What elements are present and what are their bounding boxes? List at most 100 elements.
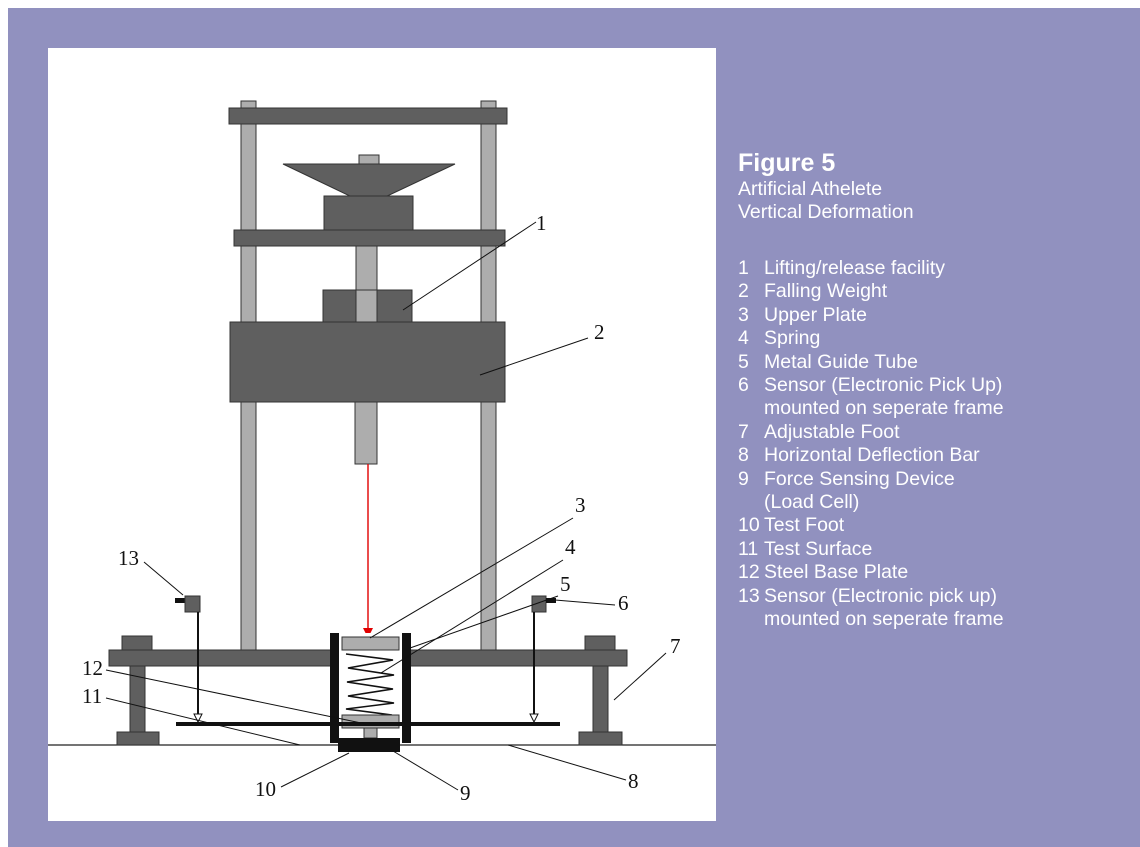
legend-number: 3 (738, 303, 749, 326)
leader-11 (105, 697, 301, 746)
legend-item: 7 Adjustable Foot (738, 421, 1138, 444)
legend-number: 5 (738, 350, 749, 373)
legend-text: Upper Plate (764, 303, 867, 326)
falling-weight (229, 321, 506, 403)
spring (345, 653, 395, 716)
legend-text: mounted on seperate frame (764, 397, 1004, 420)
right-foot-leg (592, 665, 609, 733)
figure-caption: Figure 5 Artificial Athelete Vertical De… (738, 148, 1138, 632)
diagram-label-5: 5 (560, 572, 571, 596)
leader-4 (380, 559, 564, 674)
legend-text: Metal Guide Tube (764, 350, 918, 373)
legend-list: 1 Lifting/release facility 2 Falling Weigh… (738, 257, 1138, 632)
sensor6-block (531, 595, 547, 613)
leader-5 (409, 595, 559, 649)
load-cell-stem (363, 727, 378, 739)
legend-text: Lifting/release facility (764, 257, 946, 279)
legend-item-continuation: mounted on seperate frame (738, 608, 1138, 631)
sensor13-tip (193, 713, 203, 724)
diagram-label-11: 11 (82, 684, 102, 708)
top-crossbar (228, 107, 508, 125)
leader-13 (143, 561, 184, 596)
legend-item-continuation: (Load Cell) (738, 491, 1138, 514)
diagram-label-1: 1 (536, 211, 547, 235)
lifting-block-rod (355, 289, 378, 324)
guide-tube-left-wall (330, 633, 339, 743)
legend-item: 2 Falling Weight (738, 280, 1138, 303)
diagram-label-9: 9 (460, 781, 471, 805)
legend-text: Falling Weight (764, 280, 888, 303)
legend-number: 8 (738, 444, 749, 467)
legend-text: Horizontal Deflection Bar (764, 444, 980, 467)
figure-title: Figure 5 (738, 149, 836, 177)
sensor6-arm (546, 598, 556, 603)
legend-item: 6 Sensor (Electronic Pick Up) (738, 374, 1138, 397)
legend-text: Test Surface (764, 537, 873, 560)
steel-base-plate (341, 714, 400, 729)
legend-text: Steel Base Plate (764, 561, 909, 584)
legend-number: 10 (738, 514, 760, 537)
leader-10 (280, 752, 350, 788)
sensor13-block (184, 595, 201, 613)
legend-text: Test Foot (764, 514, 845, 537)
diagram-label-2: 2 (594, 320, 605, 344)
legend-text: Force Sensing Device (764, 467, 955, 490)
leader-6 (554, 599, 616, 606)
lower-rod (354, 401, 378, 465)
apparatus-diagram: 1 2 3 4 5 6 7 8 9 10 11 12 13 (48, 100, 716, 805)
legend-number: 11 (738, 537, 759, 560)
leader-7 (613, 652, 667, 701)
legend-text: Sensor (Electronic pick up) (764, 584, 998, 607)
legend-number: 12 (738, 561, 760, 584)
legend-number: 6 (738, 374, 749, 397)
legend-number: 9 (738, 467, 749, 490)
diagram-label-7: 7 (670, 634, 681, 658)
legend-number: 2 (738, 280, 749, 303)
left-foot-cap (121, 635, 153, 651)
diagram-label-3: 3 (575, 493, 586, 517)
figure-subtitle-line2: Vertical Deformation (738, 201, 914, 223)
leader-8 (507, 744, 627, 781)
legend-item: 5 Metal Guide Tube (738, 351, 1138, 374)
release-block (323, 195, 414, 231)
middle-crossbar (233, 229, 506, 247)
legend-item: 1 Lifting/release facility (738, 257, 1138, 280)
legend-number: 1 (738, 257, 749, 279)
figure-panel: 1 2 3 4 5 6 7 8 9 10 11 12 13 (48, 48, 716, 821)
release-funnel (282, 163, 456, 199)
leader-9 (392, 750, 459, 791)
diagram-label-6: 6 (618, 591, 629, 615)
deflection-bar (176, 722, 560, 726)
legend-item: 9 Force Sensing Device (738, 468, 1138, 491)
legend-item: 3 Upper Plate (738, 304, 1138, 327)
diagram-label-13: 13 (118, 546, 139, 570)
figure-subtitle-line1: Artificial Athelete (738, 178, 883, 200)
leader-12 (105, 669, 367, 725)
test-foot (338, 738, 400, 752)
right-foot-cap (584, 635, 616, 651)
sensor13-arm (175, 598, 185, 603)
page-background: 1 2 3 4 5 6 7 8 9 10 11 12 13 Figure 5 A… (8, 8, 1140, 847)
diagram-label-8: 8 (628, 769, 639, 793)
diagram-label-12: 12 (82, 656, 103, 680)
legend-text: Adjustable Foot (764, 420, 900, 443)
upper-plate (341, 636, 400, 651)
leader-3 (369, 517, 574, 639)
legend-number: 7 (738, 420, 749, 443)
legend-item-continuation: mounted on seperate frame (738, 397, 1138, 420)
legend-text: Spring (764, 327, 821, 350)
left-foot-base (116, 731, 160, 746)
legend-text: mounted on seperate frame (764, 608, 1004, 631)
leader-1 (402, 221, 537, 311)
legend-text: Sensor (Electronic Pick Up) (764, 374, 1003, 397)
leader-lines (105, 221, 667, 791)
legend-number: 13 (738, 584, 760, 607)
legend-item: 8 Horizontal Deflection Bar (738, 444, 1138, 467)
diagram-label-10: 10 (255, 777, 276, 801)
diagram-label-4: 4 (565, 535, 576, 559)
